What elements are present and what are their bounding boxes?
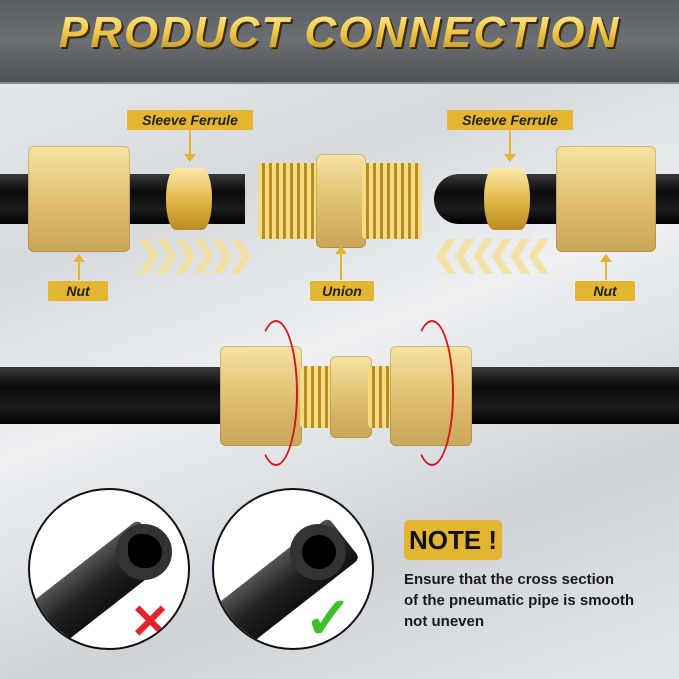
bad-cut-circle: ✕: [28, 488, 190, 650]
note-line: Ensure that the cross section: [404, 571, 615, 588]
label-union: Union: [310, 281, 374, 301]
label-sleeve-ferrule-right: Sleeve Ferrule: [447, 110, 573, 130]
right-ferrule: [484, 168, 530, 230]
arrow-down-icon: [504, 130, 516, 162]
uneven-hole: [128, 534, 162, 568]
assembled-union-hex: [330, 356, 372, 438]
assembled-thread: [300, 366, 334, 428]
assembled-thread: [368, 366, 392, 428]
note-line: of the pneumatic pipe is smooth: [404, 592, 635, 609]
rotate-arrow-icon: [410, 320, 454, 466]
page-title: PRODUCT CONNECTION: [0, 8, 679, 58]
chevrons-right-icon: ❯❯❯❯❯❯: [134, 235, 255, 273]
arrow-up-icon: [600, 254, 612, 280]
right-nut: [556, 146, 656, 252]
check-icon: ✓: [304, 586, 353, 650]
union-left-thread: [258, 163, 320, 239]
cross-icon: ✕: [130, 596, 171, 649]
good-cut-circle: ✓: [212, 488, 374, 650]
note-line: not uneven: [404, 613, 485, 630]
rotate-arrow-icon: [254, 320, 298, 466]
round-hole: [302, 535, 336, 569]
arrow-down-icon: [184, 130, 196, 162]
chevrons-left-icon: ❮❮❮❮❮❮: [432, 235, 553, 273]
arrow-up-icon: [73, 254, 85, 280]
left-ferrule: [166, 168, 212, 230]
left-nut: [28, 146, 130, 252]
union-right-thread: [362, 163, 422, 239]
union-hex: [316, 154, 366, 248]
label-sleeve-ferrule-left: Sleeve Ferrule: [127, 110, 253, 130]
header-banner: PRODUCT CONNECTION: [0, 0, 679, 84]
label-nut-left: Nut: [48, 281, 108, 301]
label-nut-right: Nut: [575, 281, 635, 301]
note-badge: NOTE !: [404, 520, 502, 560]
arrow-up-icon: [335, 246, 347, 280]
note-text: Ensure that the cross section of the pne…: [404, 569, 674, 632]
